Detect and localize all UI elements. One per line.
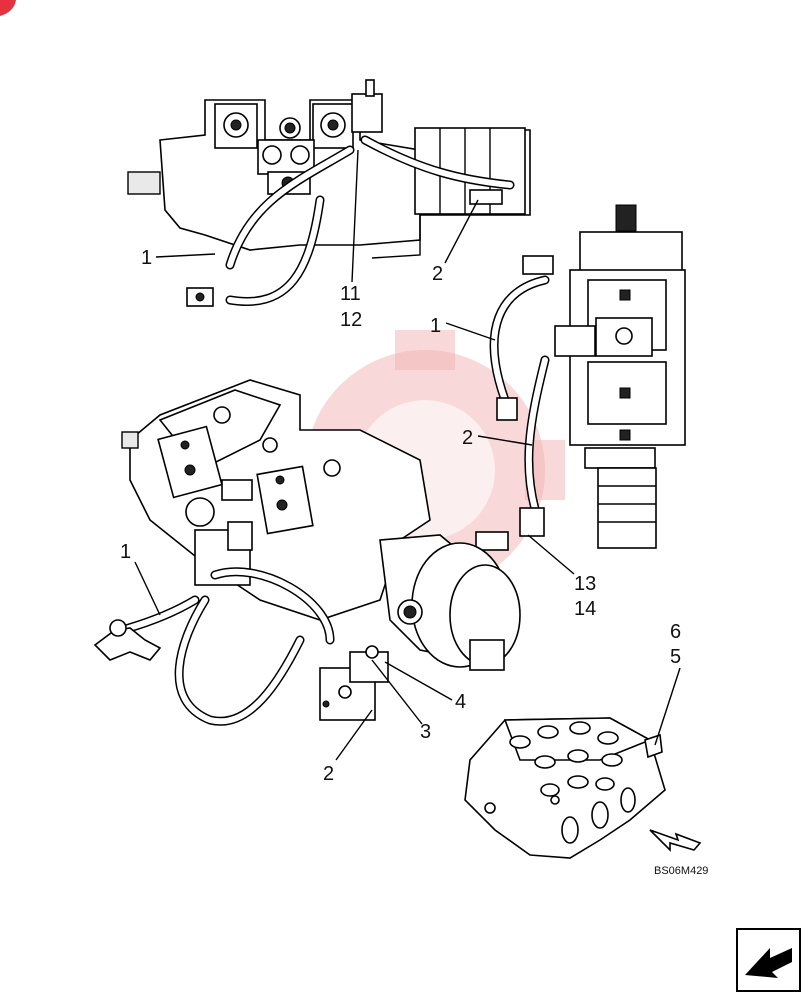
arrow-next-page-icon[interactable] (736, 928, 801, 992)
callout-label: 12 (340, 309, 362, 331)
callout-label: 1 (120, 541, 131, 563)
callout-label: 2 (432, 263, 443, 285)
main-callouts: 1 4 3 2 (120, 541, 466, 785)
figure-reference-code: BS06M429 (654, 865, 708, 877)
callout-label: 2 (323, 763, 334, 785)
callout-label: 4 (455, 691, 466, 713)
main-pump-assembly (93, 379, 521, 726)
right-pump-assembly (475, 204, 686, 551)
right-callouts: 1 2 13 14 (430, 315, 596, 620)
callout-label: 3 (420, 721, 431, 743)
callout-label: 1 (141, 247, 152, 269)
top-pump-assembly (127, 79, 531, 307)
callout-label: 13 (574, 573, 596, 595)
valve-callouts: 6 5 (654, 621, 681, 746)
callout-label: 1 (430, 315, 441, 337)
callout-label: 2 (462, 427, 473, 449)
callout-label: 11 (340, 283, 361, 305)
corner-badge-icon (0, 0, 16, 16)
callout-label: 6 (670, 621, 681, 643)
callout-label: 5 (670, 646, 681, 668)
top-callouts: 1 2 11 12 (141, 149, 479, 331)
callout-label: 14 (574, 598, 596, 620)
control-valve-assembly (464, 717, 702, 859)
